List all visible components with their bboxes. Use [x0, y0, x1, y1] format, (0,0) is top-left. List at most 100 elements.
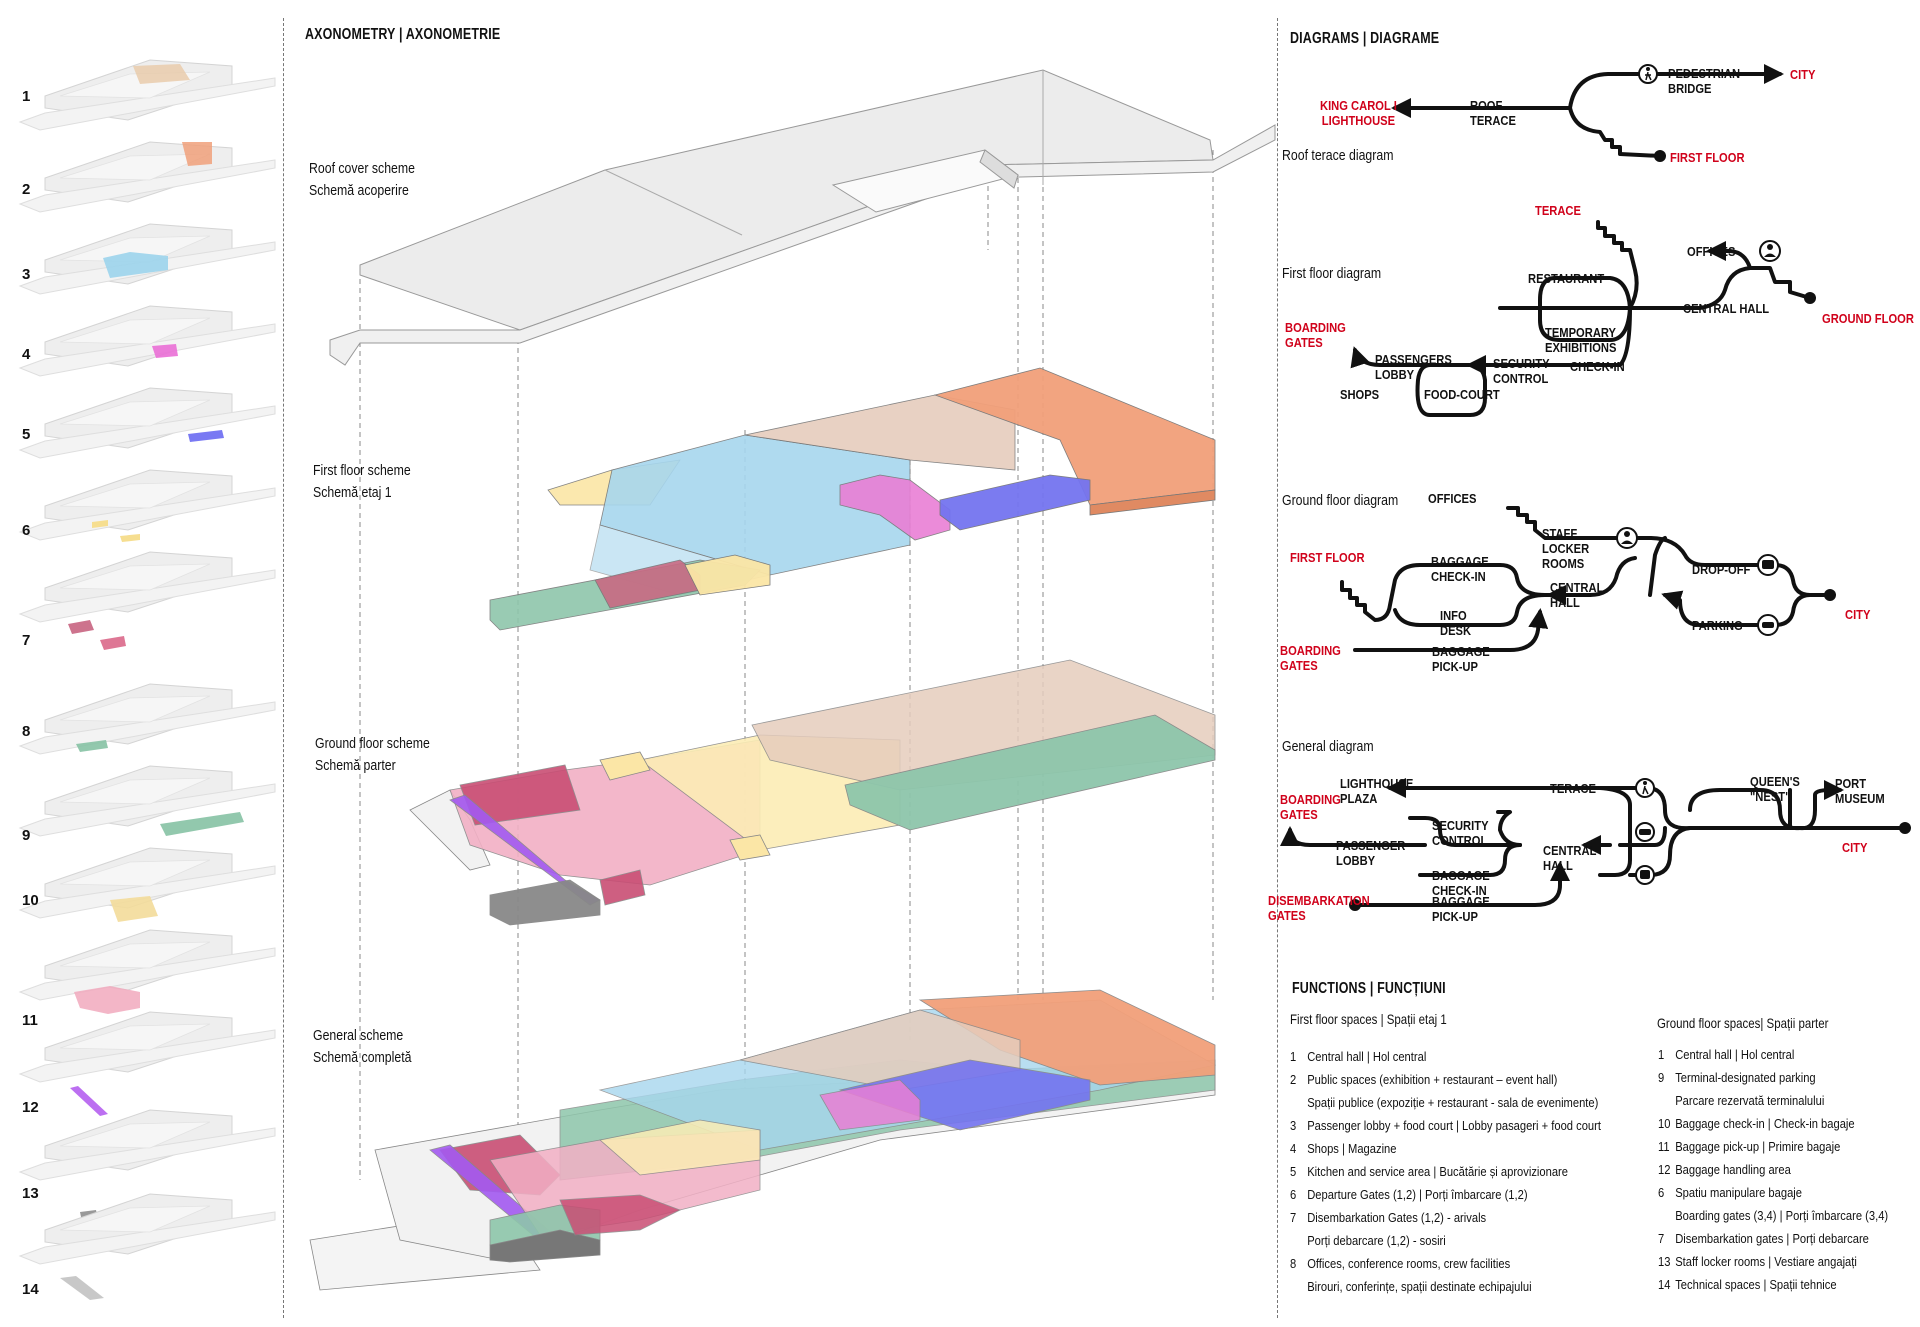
general-layer: [309, 989, 1217, 1291]
function-number: 1: [1290, 1049, 1297, 1064]
diagram-label-terace: TERACE: [1550, 781, 1596, 796]
thumbnail-number: 10: [22, 892, 39, 909]
function-text: Terminal-designated parking: [1675, 1070, 1816, 1085]
thumbnail-12: [19, 1011, 276, 1116]
thumbnail-number: 2: [22, 181, 31, 198]
thumbnail-7: [19, 551, 276, 650]
function-text: Passenger lobby + food court | Lobby pas…: [1307, 1118, 1601, 1133]
function-text: Baggage handling area: [1675, 1162, 1791, 1177]
thumbnail-number: 5: [22, 426, 31, 443]
general-diagram-title: General diagram: [1282, 738, 1374, 755]
thumbnail-4: [19, 305, 276, 377]
function-text: Parcare rezervată terminalului: [1675, 1093, 1825, 1108]
function-item: 7 Disembarkation Gates (1,2) - arivals: [1290, 1206, 1601, 1229]
function-text: Offices, conference rooms, crew faciliti…: [1307, 1256, 1511, 1271]
diagram-label-city: CITY: [1842, 840, 1868, 855]
function-text: Central hall | Hol central: [1307, 1049, 1427, 1064]
thumbnail-number: 14: [22, 1281, 39, 1298]
function-number: 14: [1658, 1277, 1671, 1292]
function-number: 7: [1658, 1231, 1665, 1246]
function-item: 1 Central hall | Hol central: [1658, 1043, 1888, 1066]
function-number: 6: [1290, 1187, 1297, 1202]
scheme-subtitle: Schemă acoperire: [309, 182, 409, 199]
scheme-title: General scheme: [313, 1027, 404, 1044]
function-text: Disembarkation gates | Porți debarcare: [1675, 1231, 1869, 1246]
thumbnail-6: [19, 469, 276, 542]
function-item: Birouri, conferințe, spații destinate ec…: [1290, 1275, 1601, 1298]
axonometry-drawing: [309, 69, 1276, 1291]
function-number: 11: [1658, 1139, 1670, 1154]
thumbnail-number: 7: [22, 632, 31, 649]
axonometry-header: AXONOMETRY | AXONOMETRIE: [305, 26, 501, 43]
function-text: Disembarkation Gates (1,2) - arivals: [1307, 1210, 1487, 1225]
function-text: Shops | Magazine: [1307, 1141, 1397, 1156]
ground-scheme-label: Ground floor scheme Schemă parter: [315, 733, 430, 777]
diagram-label-city: CITY: [1845, 607, 1871, 622]
ground-floor-spaces-title: Ground floor spaces| Spații parter: [1657, 1015, 1829, 1031]
thumbnail-2: [19, 141, 276, 213]
function-number: 3: [1290, 1118, 1297, 1133]
diagram-label-parking: PARKING: [1692, 618, 1743, 633]
thumbnail-14: [19, 1193, 276, 1300]
function-number: 7: [1290, 1210, 1297, 1225]
function-text: Kitchen and service area | Bucătărie și …: [1307, 1164, 1569, 1179]
diagram-label-ground-floor: GROUND FLOOR: [1822, 311, 1914, 326]
diagram-label-terace: TERACE: [1535, 203, 1581, 218]
function-number: 6: [1658, 1185, 1665, 1200]
thumbnail-5: [19, 387, 276, 459]
function-text: Baggage pick-up | Primire bagaje: [1675, 1139, 1841, 1154]
function-number: 1: [1658, 1047, 1665, 1062]
roof-diagram-title: Roof terace diagram: [1282, 147, 1394, 164]
diagram-label-first-floor: FIRST FLOOR: [1670, 150, 1745, 165]
person-icon: [1759, 240, 1781, 262]
flow-diagrams: [1280, 64, 1911, 911]
scheme-subtitle: Schemă parter: [315, 757, 396, 774]
scheme-subtitle: Schemă completă: [313, 1049, 412, 1066]
first-scheme-label: First floor scheme Schemă etaj 1: [313, 460, 411, 504]
thumbnail-8: [19, 683, 276, 755]
diagram-label-check-in: CHECK-IN: [1570, 359, 1625, 374]
divider-right: [1277, 18, 1278, 1318]
diagram-label-offices: OFFICES: [1687, 244, 1736, 259]
function-item: Parcare rezervată terminalului: [1658, 1089, 1888, 1112]
function-text: Central hall | Hol central: [1675, 1047, 1795, 1062]
diagram-label-food-court: FOOD-COURT: [1424, 387, 1500, 402]
general-scheme-label: General scheme Schemă completă: [313, 1025, 411, 1069]
first-floor-spaces-title: First floor spaces | Spații etaj 1: [1290, 1011, 1447, 1027]
person-icon: [1616, 527, 1638, 549]
car-icon: [1757, 614, 1779, 636]
first-floor-layer: [489, 367, 1216, 631]
pedestrian-icon: [1638, 64, 1658, 84]
thumbnail-10: [19, 847, 276, 922]
ground-diagram-title: Ground floor diagram: [1282, 492, 1399, 509]
thumbnail-number: 8: [22, 723, 31, 740]
function-item: Spații publice (expoziție + restaurant -…: [1290, 1091, 1601, 1114]
scheme-title: First floor scheme: [313, 462, 411, 479]
thumbnail-number: 3: [22, 266, 31, 283]
function-text: Spații publice (expoziție + restaurant -…: [1307, 1095, 1599, 1110]
thumbnail-9: [19, 765, 276, 837]
thumbnail-3: [19, 223, 276, 295]
